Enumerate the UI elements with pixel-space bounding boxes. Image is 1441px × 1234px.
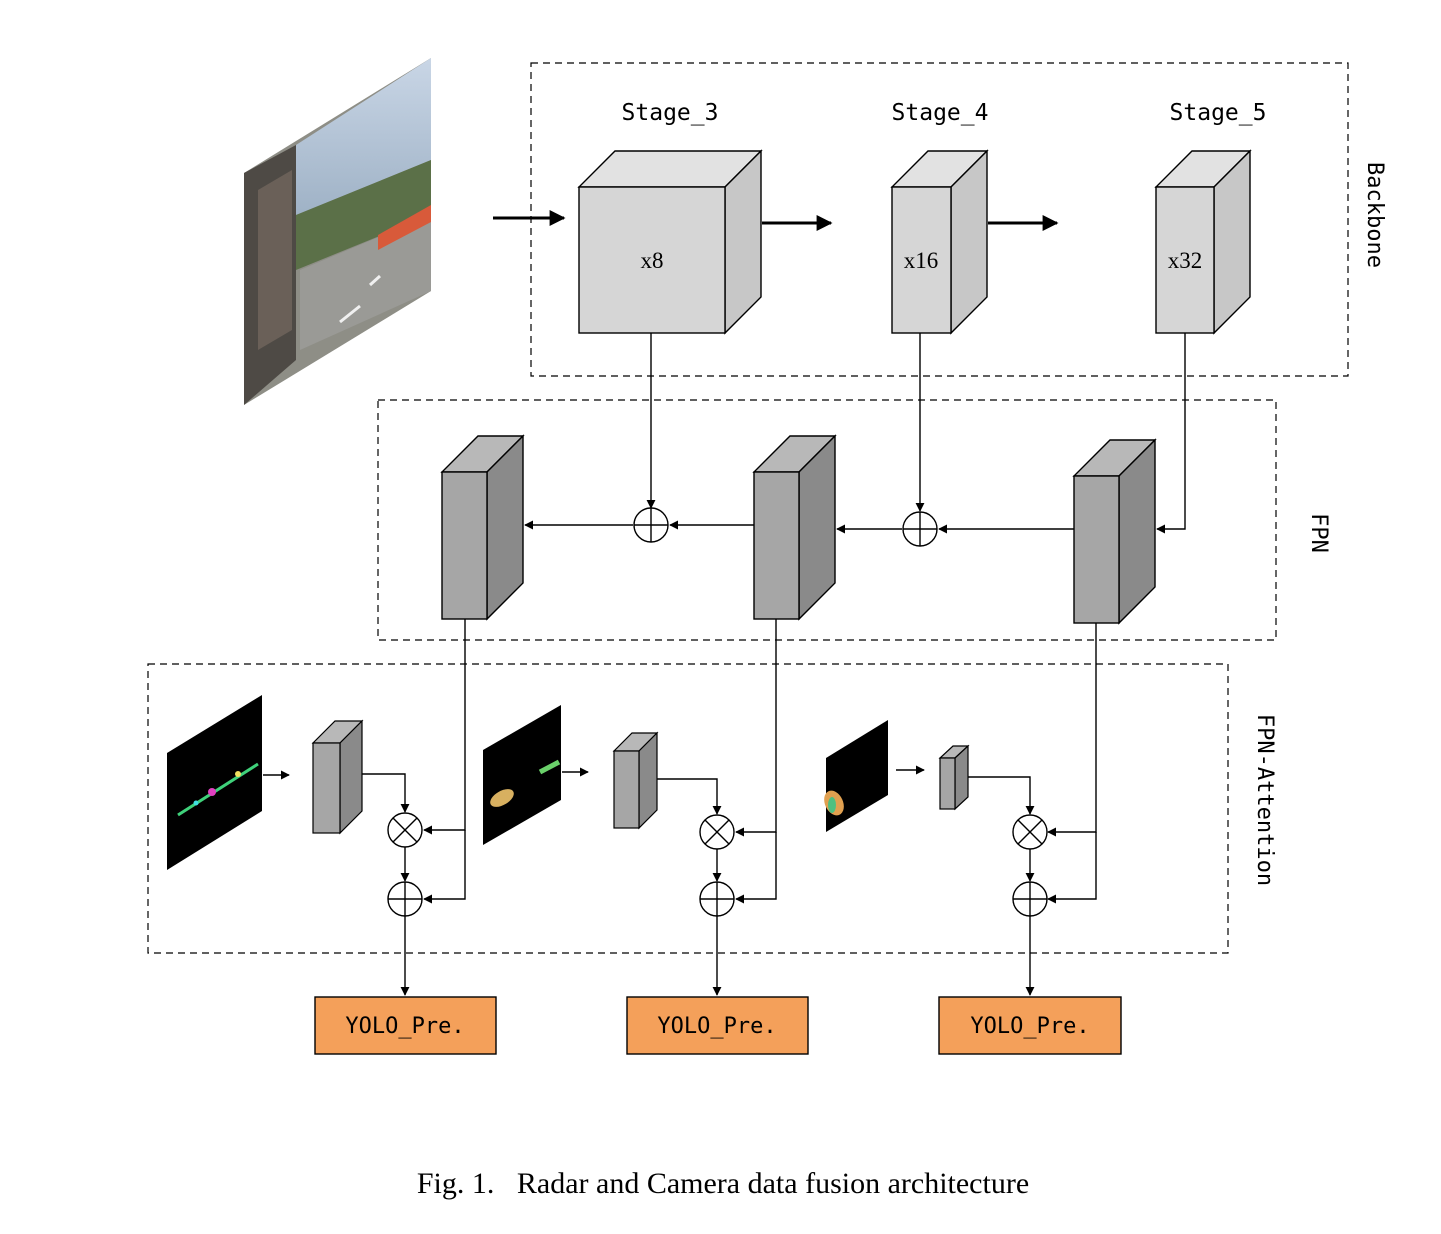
stage-3-label: Stage_3 <box>622 100 719 126</box>
fpn-block-3 <box>1072 438 1157 625</box>
yolo-head-2-label: YOLO_Pre. <box>657 1014 776 1039</box>
fpn-1-to-mul-arrow <box>423 619 466 835</box>
fpn-block-2 <box>752 434 837 621</box>
yolo-head-1: YOLO_Pre. <box>314 996 497 1055</box>
stage-4-block <box>890 149 989 335</box>
multiply-op-2 <box>699 814 735 850</box>
yolo-head-3: YOLO_Pre. <box>938 996 1122 1055</box>
stage-5-scale: x32 <box>1168 248 1203 273</box>
fpn-2-to-add-arrow <box>735 832 777 904</box>
figure-caption: Fig. 1. Radar and Camera data fusion arc… <box>417 1167 1029 1200</box>
fpn-label: FPN <box>1306 513 1331 553</box>
yolo-head-1-label: YOLO_Pre. <box>345 1014 464 1039</box>
attention-2-to-mul-arrow <box>657 778 722 815</box>
stage-4-label: Stage_4 <box>892 100 989 126</box>
multiply-op-3 <box>1012 814 1048 850</box>
attention-add-op-3 <box>1012 881 1048 917</box>
attention-block-2 <box>612 731 659 830</box>
stage-3-block <box>577 149 763 335</box>
radar-image-3 <box>824 720 888 832</box>
fpn-add-op-2 <box>902 511 938 547</box>
fpn-3-to-add-arrow <box>1047 832 1097 904</box>
camera-input-image <box>244 58 431 405</box>
radar-image-1 <box>167 695 262 870</box>
multiply-op-1 <box>387 812 423 848</box>
backbone-label: Backbone <box>1362 162 1387 268</box>
fpn-attention-frame <box>147 663 1229 954</box>
fpn-block-1 <box>440 434 525 621</box>
attention-block-3 <box>938 744 970 811</box>
fpn-3-to-mul-arrow <box>1047 623 1097 837</box>
fpn-2-to-mul-arrow <box>735 619 777 837</box>
radar-image-2 <box>483 705 561 845</box>
attention-block-1 <box>311 719 364 835</box>
stage-5-label: Stage_5 <box>1170 100 1267 126</box>
stage-5-block <box>1154 149 1252 335</box>
yolo-head-2: YOLO_Pre. <box>626 996 809 1055</box>
attention-1-to-mul-arrow <box>362 773 410 813</box>
fpn-attention-label: FPN-Attention <box>1252 714 1277 886</box>
attention-add-op-1 <box>387 881 423 917</box>
fpn-frame <box>377 399 1277 641</box>
stage-4-scale: x16 <box>904 248 939 273</box>
stage-3-scale: x8 <box>641 248 664 273</box>
yolo-head-3-label: YOLO_Pre. <box>970 1014 1089 1039</box>
fpn-1-to-add-arrow <box>423 830 466 904</box>
stage-5-to-fpn-arrow <box>1156 333 1186 534</box>
attention-add-op-2 <box>699 881 735 917</box>
attention-3-to-mul-arrow <box>968 776 1035 815</box>
fpn-add-op-1 <box>633 507 669 543</box>
